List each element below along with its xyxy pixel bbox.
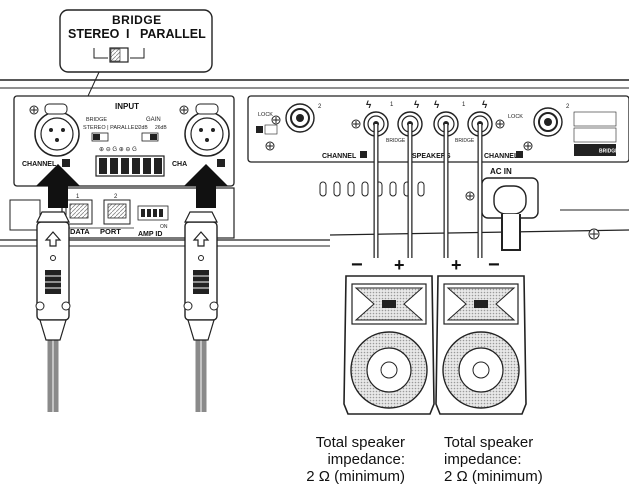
caption-line: 2 Ω (minimum): [306, 468, 405, 485]
right-plus-sign: +: [451, 255, 462, 275]
speakers-label: SPEAKERS: [412, 153, 451, 160]
signal-arrow-channel-b: [36, 164, 80, 208]
channel-b-output-label: CHANNEL: [322, 153, 357, 160]
channel-b-label: CHANNEL: [22, 161, 57, 168]
screw-icon: [265, 141, 275, 151]
screw-icon: [351, 119, 361, 129]
speaker-cabinet-right: [435, 275, 527, 415]
lightning-warning-icon: ϟ ϟ ϟ ϟ: [366, 100, 488, 111]
impedance-caption-left: Total speaker impedance: 2 Ω (minimum): [306, 434, 405, 485]
data-label: DATA: [70, 227, 90, 236]
xlr-plug-right: [183, 211, 219, 412]
number-2-right-label: 2: [566, 104, 570, 110]
signal-arrow-channel-a: [184, 164, 228, 208]
xlr-plug-left: [35, 211, 71, 412]
lock-right-label: LOCK: [508, 114, 523, 120]
port-label: PORT: [100, 227, 121, 236]
speakon-connector-channel-b[interactable]: [271, 103, 315, 133]
channel-a-output-badge: [516, 151, 523, 158]
channel-a-label: CHA: [172, 161, 187, 168]
xlr-input-channel-a[interactable]: [184, 103, 230, 157]
svg-text:ϟ: ϟ: [434, 100, 440, 111]
impedance-caption-right: Total speaker impedance: 2 Ω (minimum): [444, 434, 543, 485]
ac-inlet[interactable]: [481, 177, 539, 251]
data-port-2[interactable]: [103, 199, 131, 225]
amp-id-label: AMP ID: [138, 231, 162, 238]
port-2-label: 2: [114, 194, 118, 200]
svg-text:ϟ: ϟ: [366, 100, 372, 111]
svg-text:ϟ: ϟ: [482, 100, 488, 111]
screw-icon: [523, 141, 533, 151]
svg-text:⊕ ⊖ G ⊕ ⊖ G: ⊕ ⊖ G ⊕ ⊖ G: [99, 147, 137, 153]
caption-line: impedance:: [327, 451, 405, 468]
svg-text:1: 1: [390, 102, 394, 108]
channel-b-badge: [62, 159, 70, 167]
amp-id-dip-switch[interactable]: [137, 205, 169, 221]
bridge-small-label: BRIDGE: [86, 117, 107, 123]
gain-26-label: 26dB: [155, 125, 167, 131]
callout-bridge-title: BRIDGE: [112, 13, 162, 27]
gain-switch-small[interactable]: [141, 132, 159, 142]
svg-text:1: 1: [462, 102, 466, 108]
screw-icon: [588, 228, 600, 240]
ac-in-label: AC IN: [490, 167, 512, 176]
caption-line: Total speaker: [444, 434, 534, 451]
svg-text:ϟ: ϟ: [414, 100, 420, 111]
right-minus-sign: −: [488, 254, 500, 276]
euroblock-terminal[interactable]: ⊕ ⊖ G ⊕ ⊖ G: [95, 147, 165, 177]
lock-left-label: LOCK: [258, 112, 273, 118]
channel-b-output-badge: [360, 151, 367, 158]
screw-icon: [29, 105, 39, 115]
speaker-cabinet-left: [343, 275, 435, 415]
callout-parallel-label: PARALLEL: [140, 27, 206, 41]
xlr-input-channel-b[interactable]: [34, 103, 80, 157]
screw-icon: [179, 105, 189, 115]
bridge-switch-small[interactable]: [91, 132, 109, 142]
data-port-1[interactable]: [65, 199, 93, 225]
callout-separator: I: [126, 27, 130, 41]
speakon-connector-channel-a[interactable]: [533, 107, 563, 137]
port-1-label: 1: [76, 194, 80, 200]
bridge-right-label: BRIDGE: [455, 138, 475, 144]
screw-icon: [465, 191, 475, 201]
bridge-switch-callout: [59, 9, 213, 97]
number-2-left-label: 2: [318, 104, 322, 110]
channel-a-output-label: CHANNEL: [484, 153, 519, 160]
bridge-mode-switch[interactable]: [109, 47, 129, 63]
bridge-badge-label: BRIDGE: [599, 149, 619, 155]
stereo-parallel-small-label: STEREO | PARALLEL: [83, 125, 138, 131]
screw-icon: [495, 119, 505, 129]
gain-32-label: 32dB: [136, 125, 148, 131]
gain-label: GAIN: [146, 117, 161, 123]
callout-stereo-label: STEREO: [68, 27, 120, 41]
input-label: INPUT: [115, 102, 139, 111]
caption-line: impedance:: [444, 451, 522, 468]
bridge-left-label: BRIDGE: [386, 138, 406, 144]
left-minus-sign: −: [351, 254, 363, 276]
channel-a-badge: [217, 159, 225, 167]
caption-line: Total speaker: [315, 434, 405, 451]
channel-mode-legend: BRIDGE: [573, 111, 619, 156]
caption-line: 2 Ω (minimum): [444, 468, 543, 485]
on-label: ON: [160, 224, 168, 230]
left-plus-sign: +: [394, 255, 405, 275]
channel-b-mode-indicator: [256, 124, 278, 135]
